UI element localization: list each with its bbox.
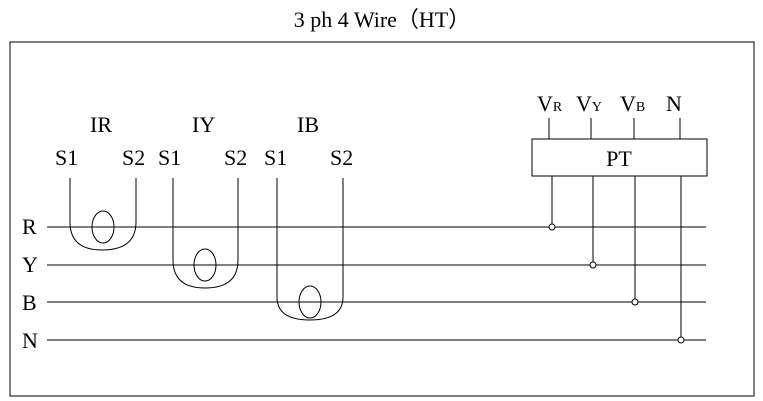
pt-unit: PT — [531, 138, 708, 177]
pt-terminal-vb-sub: B — [636, 100, 645, 115]
diagram-frame — [9, 41, 755, 397]
pt-terminal-vy-main: V — [576, 91, 592, 116]
pt-terminal-n: N — [666, 91, 682, 116]
pt-terminal-vb: VB — [620, 91, 645, 116]
ct-iy-s2: S2 — [224, 145, 247, 170]
pt-terminal-vr-main: V — [537, 91, 553, 116]
ct-iy-coil — [193, 248, 217, 282]
ct-ib: IB S1 S2 — [264, 112, 353, 321]
line-label-y: Y — [22, 252, 38, 277]
pt-terminal-vy: VY — [576, 91, 602, 116]
ct-ib-s2: S2 — [330, 145, 353, 170]
junction-n — [677, 336, 685, 344]
ct-ir-label: IR — [90, 112, 112, 137]
pt-label: PT — [606, 146, 632, 171]
ct-ib-coil — [298, 285, 322, 319]
pt-terminal-vr: VR — [537, 91, 563, 116]
ct-ib-s1: S1 — [264, 145, 287, 170]
ct-ib-label: IB — [297, 112, 319, 137]
junction-r — [548, 223, 556, 231]
line-label-b: B — [22, 290, 37, 315]
ct-ir-coil — [91, 210, 115, 244]
line-label-n: N — [22, 328, 38, 353]
junction-y — [589, 261, 597, 269]
diagram-title: 3 ph 4 Wire（HT） — [294, 7, 471, 32]
ct-ir: IR S1 S2 — [55, 112, 145, 251]
ct-iy-lead — [172, 178, 239, 289]
ct-iy-s1: S1 — [158, 145, 181, 170]
ct-ir-s1: S1 — [55, 145, 78, 170]
pt-terminal-vb-main: V — [620, 91, 636, 116]
ct-ib-lead — [276, 178, 344, 321]
pt-terminal-vy-sub: Y — [592, 100, 602, 115]
line-label-r: R — [22, 214, 37, 239]
junction-b — [631, 298, 639, 306]
ct-iy: IY S1 S2 — [158, 112, 247, 289]
pt-box — [531, 138, 708, 177]
pt-terminal-vr-sub: R — [553, 100, 563, 115]
ct-iy-label: IY — [192, 112, 215, 137]
ct-ir-lead — [69, 178, 137, 251]
ct-ir-s2: S2 — [122, 145, 145, 170]
